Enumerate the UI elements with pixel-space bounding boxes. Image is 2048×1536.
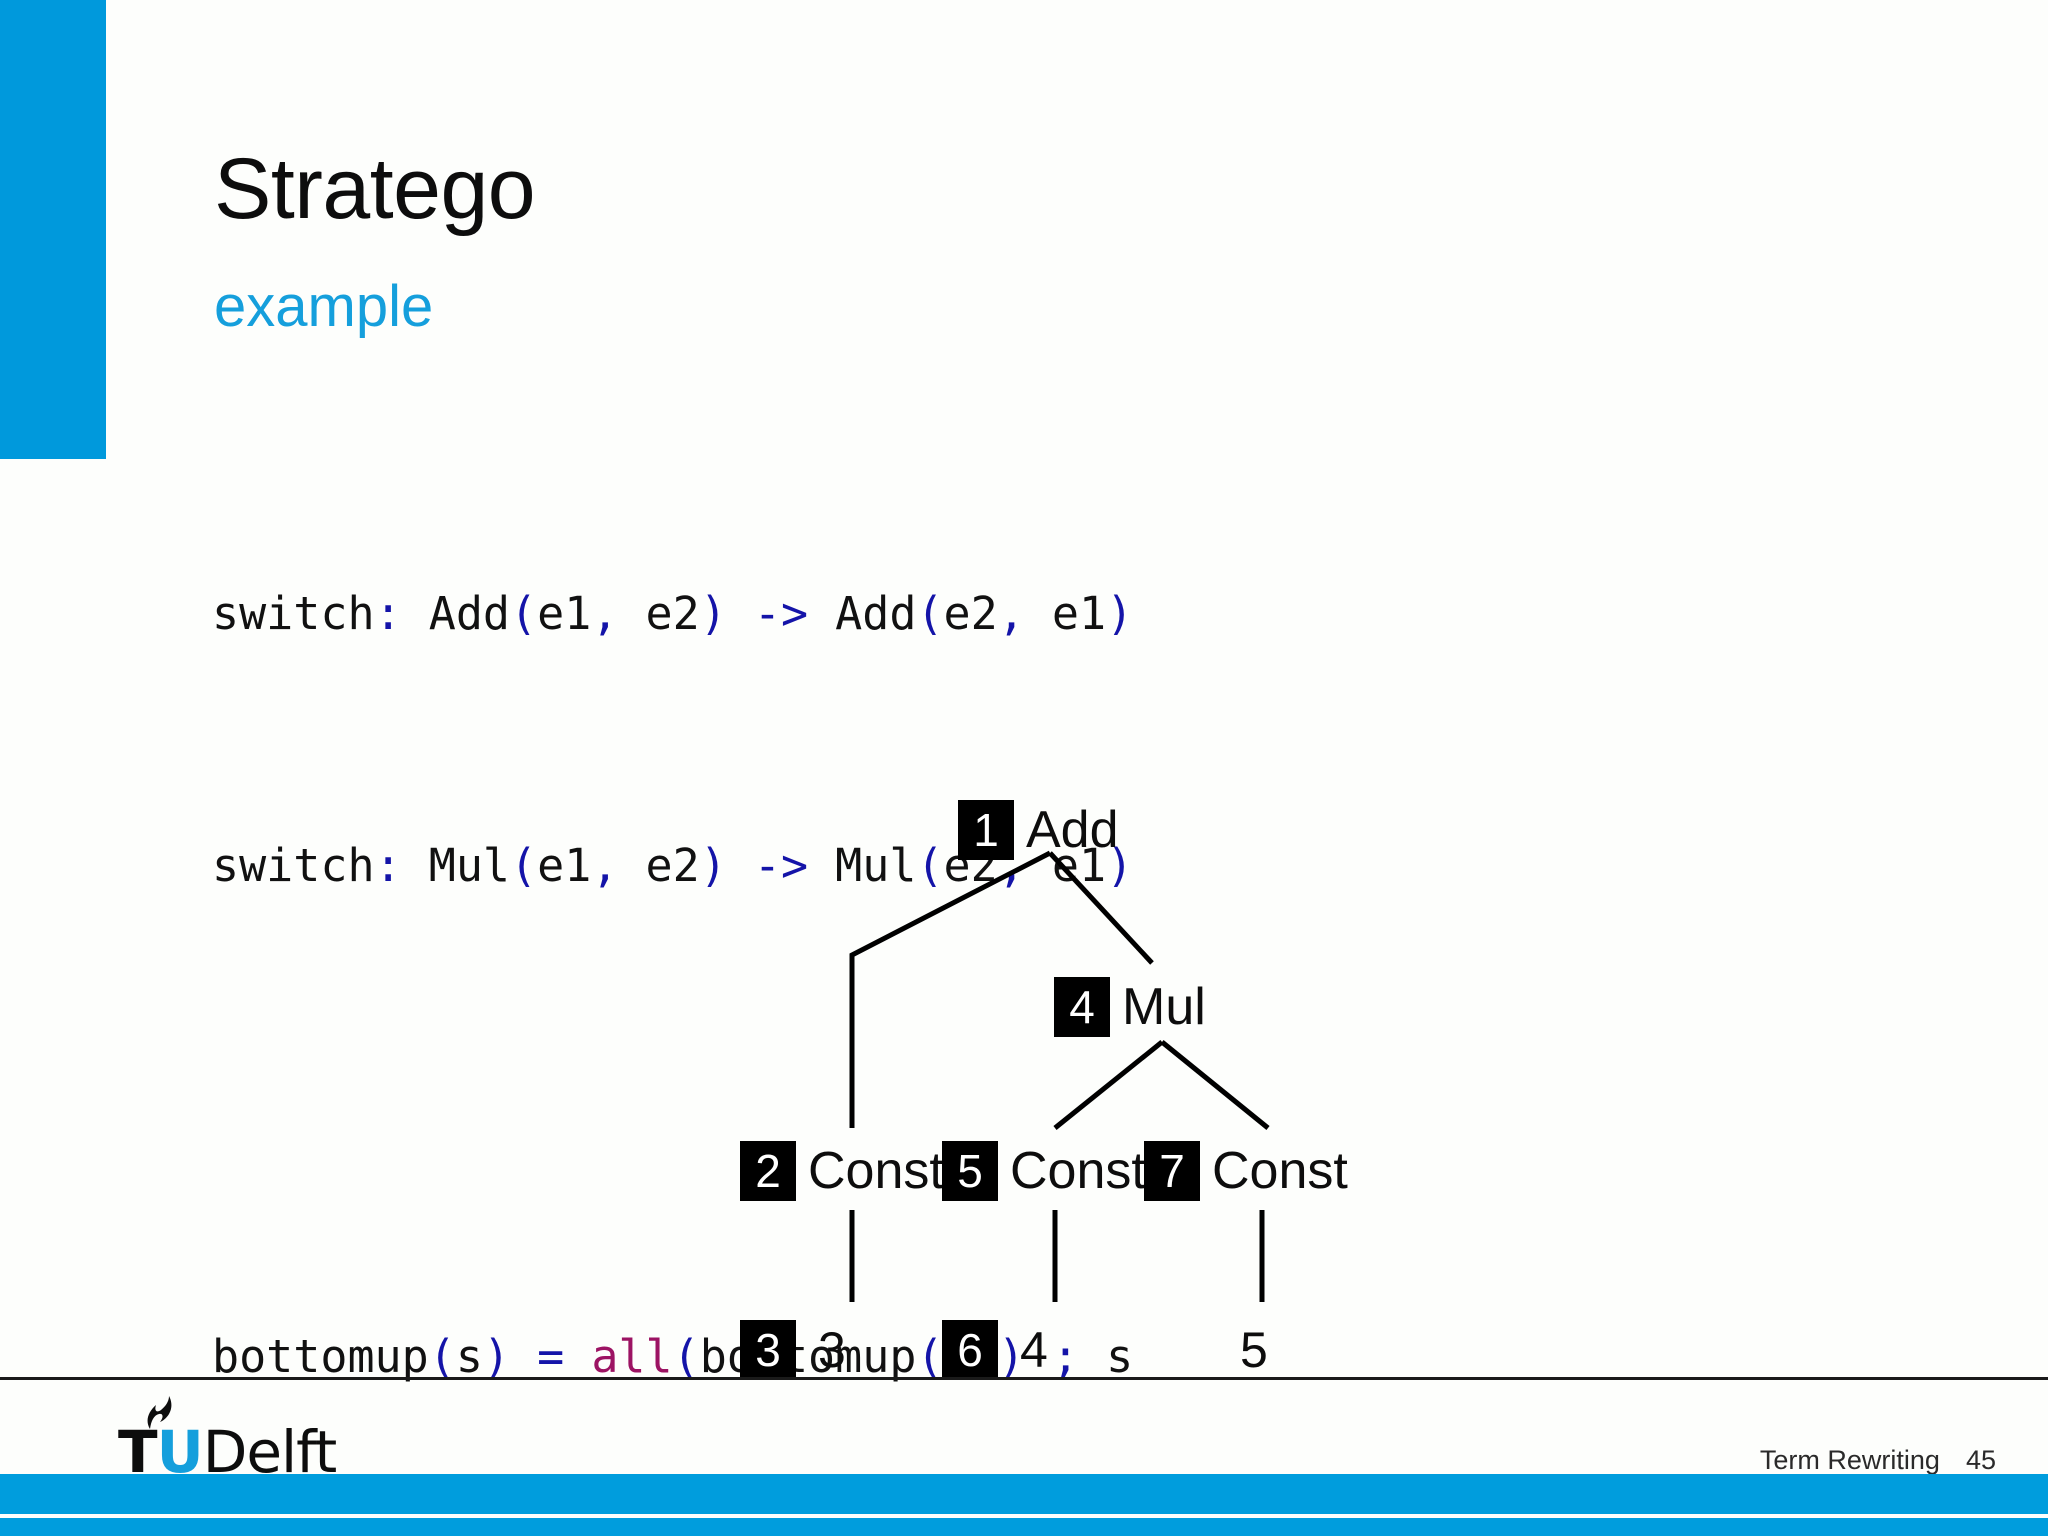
code-tok: e2 <box>618 587 700 640</box>
code-punct: ( <box>916 587 944 640</box>
flame-icon <box>147 1396 172 1429</box>
logo-word-delft: Delft <box>202 1418 338 1486</box>
code-keyword-all: all <box>591 1330 673 1383</box>
leaf-badge: 3 <box>740 1320 796 1380</box>
tree-leaf-5[interactable]: 5 <box>1240 1320 1268 1380</box>
code-arrow: -> <box>726 839 836 892</box>
code-punct: ( <box>510 839 538 892</box>
code-tok: switch <box>212 839 375 892</box>
accent-bar-left <box>0 0 106 459</box>
node-label: Mul <box>1122 978 1206 1036</box>
tree-leaf-3[interactable]: 3 3 <box>740 1320 846 1380</box>
node-label: Add <box>1026 801 1119 859</box>
code-arrow: -> <box>726 587 836 640</box>
code-line-1: switch: Add(e1, e2) -> Add(e2, e1) <box>212 582 1133 645</box>
code-punct: ( <box>428 1330 456 1383</box>
code-tok: e1 <box>537 587 592 640</box>
node-badge: 5 <box>942 1141 998 1201</box>
code-tok: bottomup <box>212 1330 429 1383</box>
code-punct: : <box>374 839 402 892</box>
leaf-value: 4 <box>1020 1322 1048 1378</box>
tree-node-add[interactable]: 1 Add <box>958 800 1119 860</box>
leaf-badge: 6 <box>942 1320 998 1380</box>
code-punct: ) <box>699 587 727 640</box>
code-punct: ) <box>699 839 727 892</box>
code-punct: ) <box>482 1330 511 1383</box>
code-tok: s <box>455 1330 483 1383</box>
code-tok: Add <box>835 587 917 640</box>
code-tok: Mul <box>401 839 511 892</box>
code-tok: bottomup <box>699 1330 917 1383</box>
logo-letter-t: T <box>118 1418 158 1486</box>
tree-node-const-2[interactable]: 2 Const <box>740 1141 944 1201</box>
leaf-value: 5 <box>1240 1322 1268 1378</box>
tudelft-logo: T U Delft <box>118 1396 338 1486</box>
footer-page-number: 45 <box>1965 1445 1996 1475</box>
tree-node-const-7[interactable]: 7 Const <box>1144 1141 1348 1201</box>
code-punct: ( <box>510 587 538 640</box>
node-label: Const <box>808 1142 944 1200</box>
node-label: Const <box>1010 1142 1146 1200</box>
code-punct: , <box>591 587 619 640</box>
code-punct: , <box>591 839 619 892</box>
code-punct: , <box>997 587 1025 640</box>
node-badge: 7 <box>1144 1141 1200 1201</box>
node-label: Const <box>1212 1142 1348 1200</box>
code-punct: ( <box>916 1330 944 1383</box>
node-badge: 1 <box>958 800 1014 860</box>
page-title: Stratego <box>214 141 536 237</box>
footer-course-title: Term Rewriting <box>1759 1445 1940 1475</box>
code-tok: e1 <box>537 839 592 892</box>
code-equals: = <box>510 1330 592 1383</box>
footer-bar-primary <box>0 1474 2048 1514</box>
page-subtitle: example <box>214 274 434 339</box>
tree-node-mul[interactable]: 4 Mul <box>1054 977 1206 1037</box>
footer-divider <box>0 1377 2048 1380</box>
node-badge: 4 <box>1054 977 1110 1037</box>
leaf-value: 3 <box>818 1322 846 1378</box>
code-punct: ) <box>1106 587 1134 640</box>
code-tok: s <box>1106 1330 1134 1383</box>
code-tok: e1 <box>1024 587 1107 640</box>
code-tok: switch <box>212 587 375 640</box>
footer-bar-secondary <box>0 1518 2048 1536</box>
code-punct: ( <box>672 1330 700 1383</box>
footer-meta: Term Rewriting 45 <box>1760 1443 1996 1477</box>
logo-letter-u: U <box>156 1418 204 1486</box>
edge-mul-to-const7 <box>1160 1040 1270 1130</box>
code-tok: e2 <box>943 587 998 640</box>
code-punct: : <box>374 587 402 640</box>
code-tok: Add <box>401 587 511 640</box>
tree-leaf-4[interactable]: 6 4 <box>942 1320 1048 1380</box>
code-tok: e2 <box>618 839 700 892</box>
code-punct: ( <box>916 839 944 892</box>
code-semicolon: ; <box>1024 1330 1107 1383</box>
code-tok: Mul <box>835 839 917 892</box>
tree-node-const-5[interactable]: 5 Const <box>942 1141 1146 1201</box>
code-blank-line <box>212 1086 1133 1136</box>
node-badge: 2 <box>740 1141 796 1201</box>
